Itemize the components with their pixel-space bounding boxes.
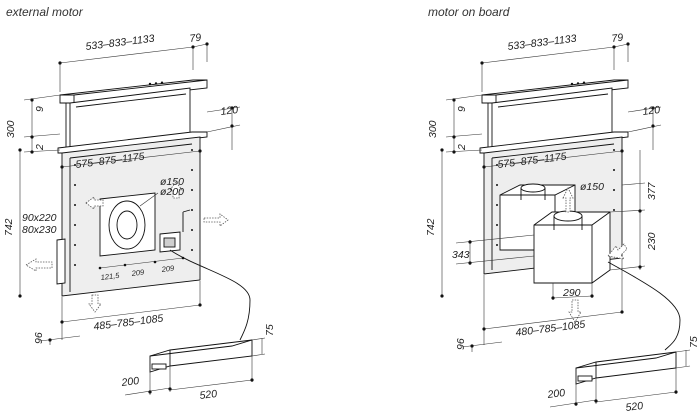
right-box200-label: 200 <box>546 387 566 401</box>
left-side120-label: 120 <box>220 104 239 118</box>
right-top-depth-label: 79 <box>611 32 624 45</box>
left-top-depth-label: 79 <box>189 32 202 45</box>
right-bottom-width-label: 480–785–1085 <box>515 319 586 339</box>
left-d96-label: 96 <box>33 332 45 344</box>
left-duct-b-label: 80x230 <box>22 224 57 236</box>
right-h300-label: 300 <box>427 120 439 138</box>
external-motor-title: external motor <box>6 5 84 19</box>
left-bottom-width-label: 485–785–1085 <box>93 313 164 333</box>
right-h9-label: 9 <box>456 106 468 112</box>
left-dia200-label: ø200 <box>160 186 184 198</box>
right-d377-label: 377 <box>646 181 658 200</box>
right-d290-label: 290 <box>562 287 581 299</box>
right-box75-label: 75 <box>688 336 700 348</box>
left-small-c-label: 209 <box>160 263 175 274</box>
left-dia150-label: ø150 <box>160 176 184 188</box>
left-h2-label: 2 <box>34 144 46 151</box>
left-h300-label: 300 <box>5 120 17 138</box>
left-duct-a-label: 90x220 <box>22 212 57 224</box>
left-box75-label: 75 <box>264 324 276 336</box>
right-box520-label: 520 <box>625 400 644 414</box>
left-top-width-label: 533–833–1133 <box>85 33 155 53</box>
right-h742-label: 742 <box>425 218 437 236</box>
right-side120-label: 120 <box>642 104 661 118</box>
right-d343-label: 343 <box>452 249 470 261</box>
motor-on-board-title: motor on board <box>428 5 510 19</box>
left-small-b-label: 209 <box>130 267 145 278</box>
motor-on-board-drawing: motor on board 533–833–1133 79 <box>425 5 700 414</box>
right-d230-label: 230 <box>646 232 658 251</box>
external-motor-drawing: external motor 533–833–1133 79 <box>3 5 276 402</box>
left-h742-label: 742 <box>3 218 15 236</box>
right-d96-label: 96 <box>455 338 467 350</box>
left-small-a-label: 121,5 <box>100 271 121 282</box>
right-top-width-label: 533–833–1133 <box>507 33 577 53</box>
right-dia150-label: ø150 <box>580 181 604 193</box>
left-box520-label: 520 <box>199 388 218 402</box>
right-h2-label: 2 <box>456 144 468 151</box>
left-box200-label: 200 <box>120 375 140 389</box>
left-h9-label: 9 <box>34 106 46 112</box>
